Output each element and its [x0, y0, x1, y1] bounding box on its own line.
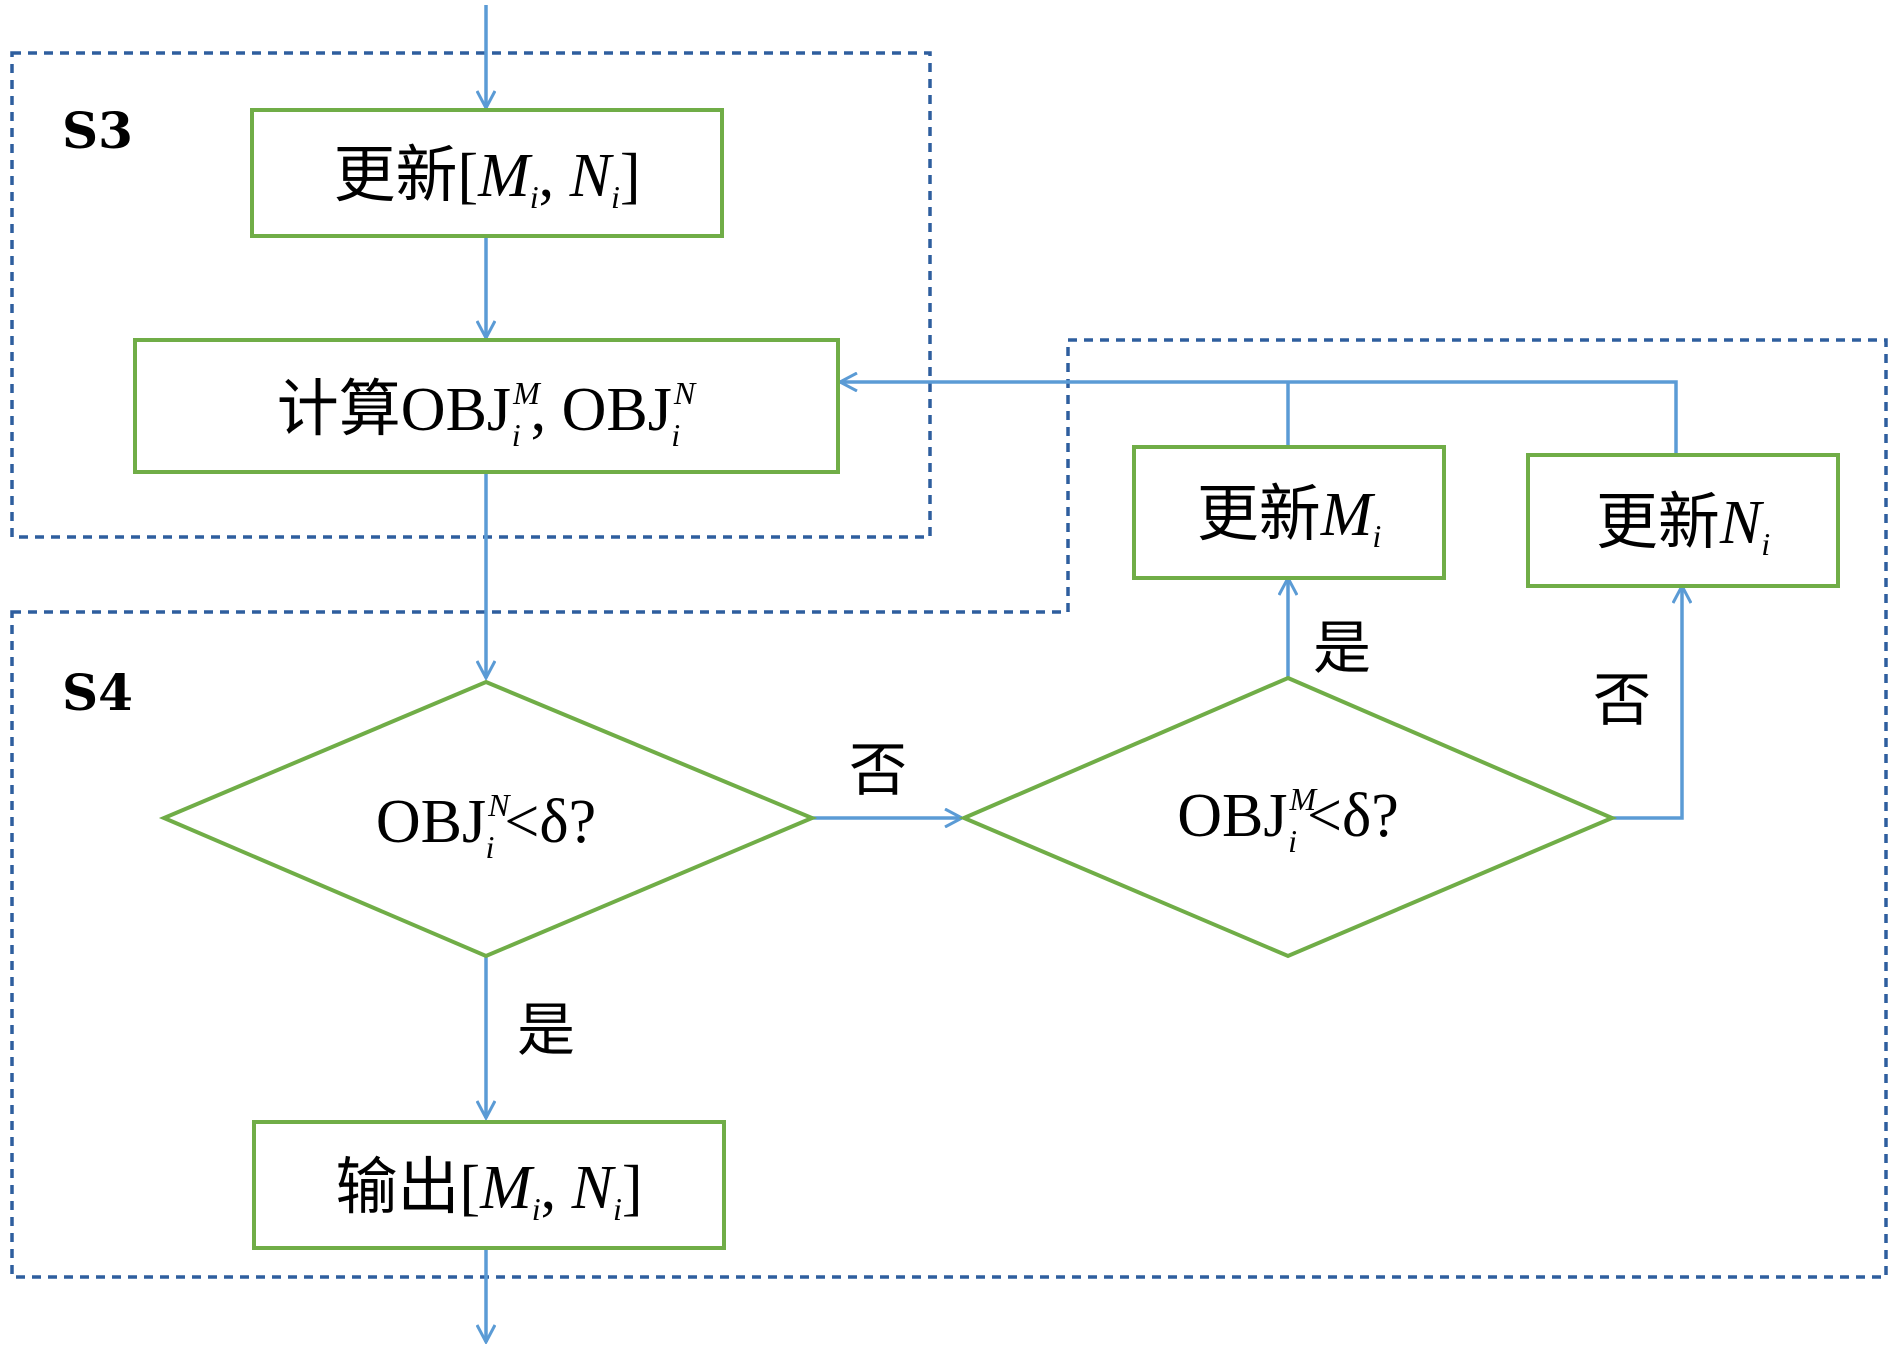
section-s3-label: S3 [62, 101, 133, 160]
edge-label-yes-1: 是 [517, 996, 575, 1064]
feedback-line-update-n [1288, 380, 1678, 453]
decision-obj-n [158, 679, 818, 959]
update-mn-text: 更新[Mi, Ni] [333, 138, 640, 215]
edge-label-yes-2: 是 [1313, 614, 1371, 682]
update-m-text: 更新Mi [1197, 477, 1382, 554]
update-mn-box [250, 108, 724, 238]
output-mn-box [252, 1120, 726, 1250]
update-m-box [1132, 445, 1446, 580]
edge-label-no-2: 否 [1593, 666, 1651, 734]
section-s4-label: S4 [62, 663, 133, 722]
compute-obj-box [133, 338, 840, 474]
section-s4-container [10, 338, 1888, 1279]
section-s3-container [10, 51, 932, 539]
arrow-decision-m-no [1612, 586, 1682, 820]
decision-obj-m [958, 675, 1618, 959]
update-n-text: 更新Ni [1596, 485, 1770, 562]
output-mn-text: 输出[Mi, Ni] [335, 1150, 642, 1227]
update-n-box [1526, 453, 1840, 588]
edge-label-no-1: 否 [849, 736, 907, 804]
